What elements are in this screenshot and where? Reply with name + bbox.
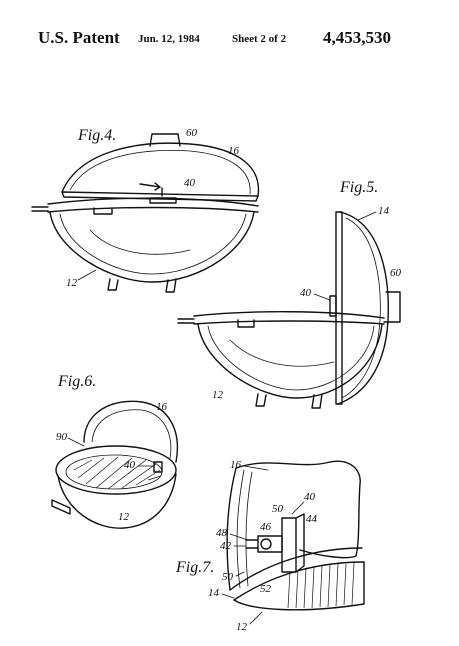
fig4-bowl-rim-bottom [47,206,259,213]
fig5-bowl-rim-top [193,311,385,319]
fig5-vent [237,319,255,328]
fig6-ref-90: 90 [56,431,68,443]
fig6-ref-12: 12 [118,511,130,523]
fig4-lid-outline [61,142,260,197]
fig4-bowl-inner-line [59,213,247,275]
fig7-ref-50a: 50 [272,503,284,515]
figure-7: Fig.7. 16 50 40 [175,459,365,633]
fig4-bowl-shading [89,229,191,255]
fig6-lid-inner-line [91,409,172,459]
fig7-ref-14: 14 [208,587,220,599]
patent-header: U.S. Patent Jun. 12, 1984 Sheet 2 of 2 4… [0,28,459,52]
fig5-lid-inner-line [341,217,381,399]
fig7-leader-12 [249,611,263,625]
fig7-ref-46: 46 [260,521,272,533]
fig5-label: Fig.5. [339,179,378,196]
fig7-ref-50b: 50 [222,571,234,583]
fig4-lid-handle [149,133,181,147]
fig5-ref-12: 12 [212,389,224,401]
fig7-ref-12: 12 [236,621,248,633]
sheet-number: Sheet 2 of 2 [232,33,287,45]
fig4-ref-60: 60 [186,127,198,139]
fig7-lid-outline [235,460,361,559]
fig5-foot-right [311,393,323,409]
fig7-ref-48: 48 [216,527,228,539]
fig5-lid-handle [383,291,401,323]
fig4-slide-arrow [139,182,161,191]
fig4-ref-12: 12 [66,277,78,289]
fig5-ref-60: 60 [390,267,402,279]
fig4-label: Fig.4. [77,127,116,144]
fig5-side-handle [177,318,195,324]
fig7-bowl-rim-top [229,547,363,591]
fig4-foot-right [165,278,177,293]
fig6-lid-outline [83,400,178,463]
fig5-lid-outline [337,211,389,405]
fig7-leader-14 [221,593,235,599]
fig5-bowl-rim-bottom [193,320,385,325]
fig5-damper-40 [329,295,337,317]
fig7-lid-edge [226,467,237,591]
figure-6: Fig.6. 16 90 40 12 [51,373,178,529]
patent-date: Jun. 12, 1984 [138,33,200,45]
fig4-bowl-outline [49,211,255,283]
fig4-leader-12 [77,269,97,281]
fig7-damper-plate-44 [281,517,297,573]
fig7-ref-40: 40 [304,491,316,503]
fig7-ref-52: 52 [260,583,272,595]
fig7-ref-42: 42 [220,540,232,552]
fig5-leader-14 [357,211,377,221]
fig7-leader-40 [291,501,305,515]
fig6-grate-hatching [73,456,162,490]
fig7-pivot-46 [260,538,272,550]
figure-4: Fig.4. 60 16 40 12 [31,127,260,293]
fig5-bowl-shading [229,339,335,367]
fig4-vent [93,207,113,215]
fig4-ref-40: 40 [184,177,196,189]
fig4-foot-left [107,278,119,291]
fig7-ref-16: 16 [230,459,242,471]
fig7-lid-inner-edge [236,469,245,589]
fig7-lid-band [245,471,253,587]
fig4-lid-rim [61,191,259,202]
fig7-damper-plate-side [295,513,305,573]
fig5-ref-40: 40 [300,287,312,299]
fig5-foot-left [255,393,267,407]
fig6-damper-40 [153,461,163,473]
fig4-lid-inner-line [69,150,251,195]
fig7-bowl-hatching [287,562,355,609]
fig6-bowl-outline [57,473,177,529]
fig5-bowl-inner-line [207,325,375,391]
fig7-leader-50b [235,571,245,577]
fig7-leader-48 [229,533,249,541]
fig7-bowl-outline [233,561,365,611]
fig7-leader-16 [243,465,269,471]
fig4-ref-16: 16 [228,145,240,157]
fig5-lid-rim [335,211,343,405]
fig6-side-handle [51,499,71,515]
fig5-bowl-outline [197,323,383,399]
figure-5: Fig.5. 14 60 40 12 [177,179,402,409]
fig7-damper-arm [257,535,283,553]
fig4-damper-40 [149,197,177,204]
fig5-leader-40 [313,293,331,301]
fig5-ref-14: 14 [378,205,390,217]
fig4-side-handle [31,206,49,212]
fig6-leader-90 [67,437,85,447]
fig6-label: Fig.6. [57,373,96,390]
patent-number: 4,453,530 [323,28,391,47]
patent-office-label: U.S. Patent [38,28,120,47]
fig7-ref-44: 44 [306,513,318,525]
fig7-mount-42 [245,539,259,549]
fig6-bowl-rim [55,445,177,495]
fig6-ref-40: 40 [124,459,136,471]
fig7-label: Fig.7. [175,559,214,576]
fig6-ref-16: 16 [156,401,168,413]
